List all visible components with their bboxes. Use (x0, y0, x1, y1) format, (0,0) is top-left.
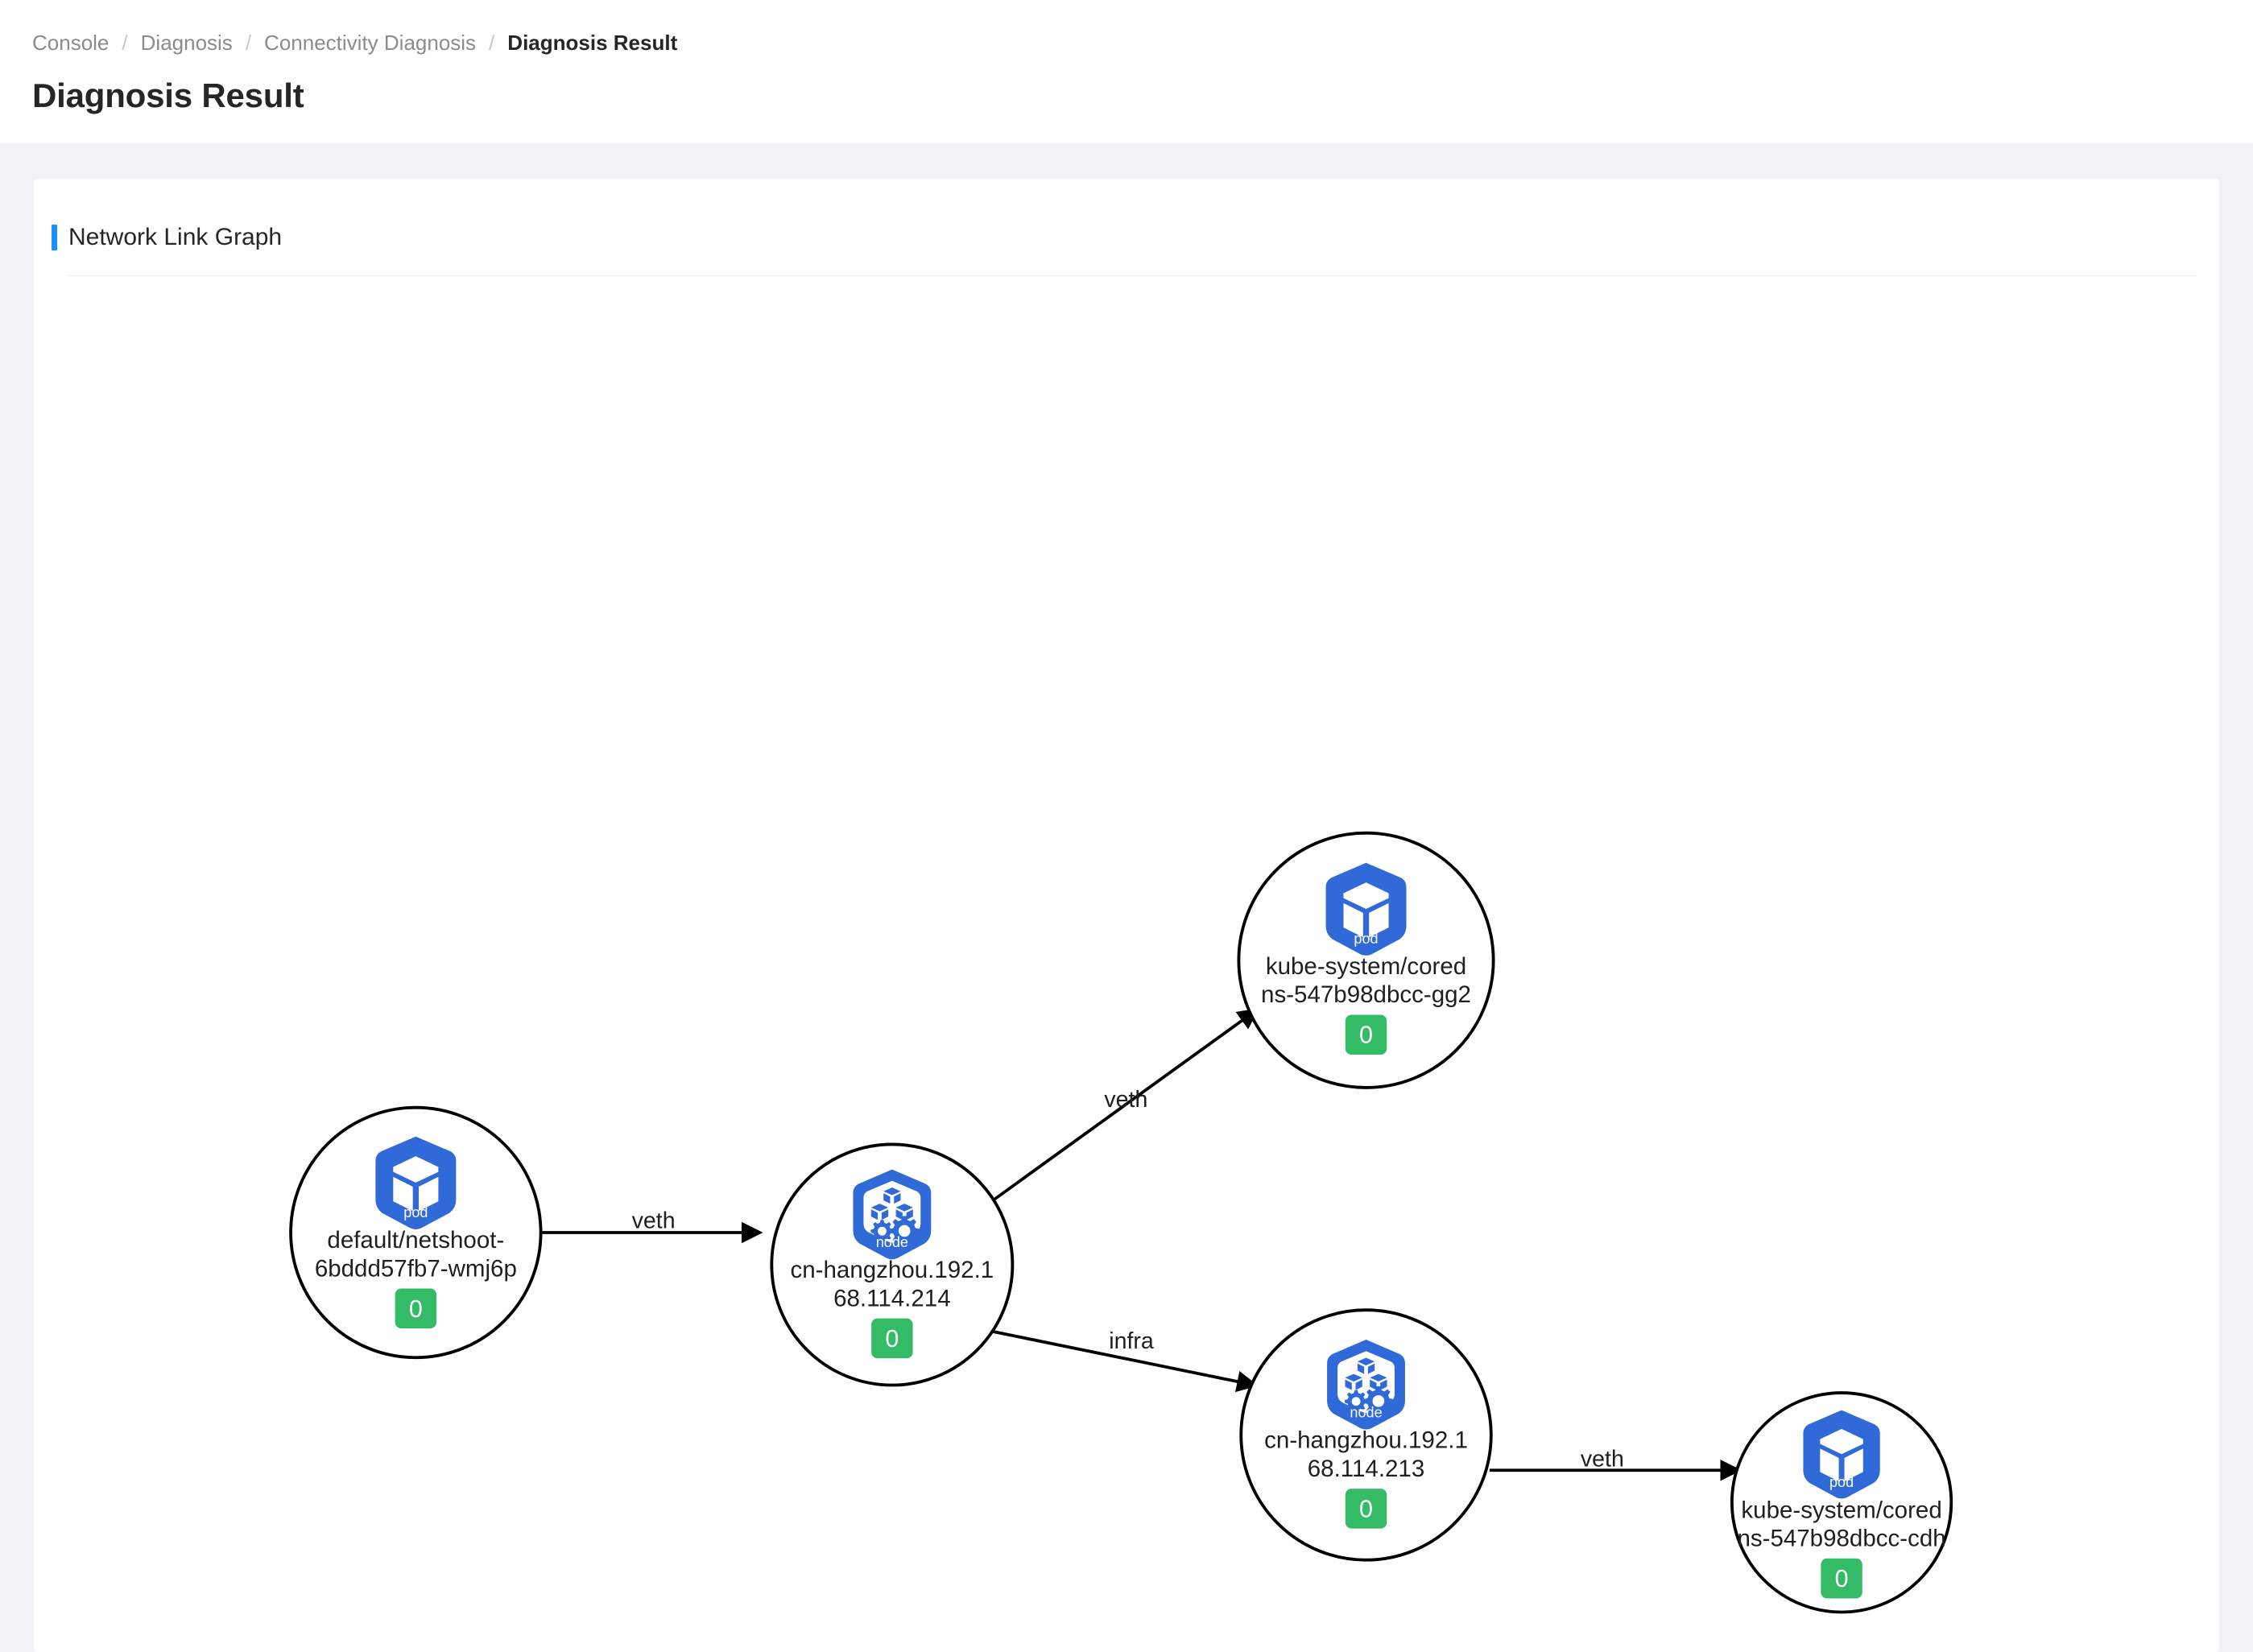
node-label-line2: 68.114.213 (1308, 1456, 1425, 1482)
status-badge (395, 1288, 437, 1329)
edge-label-veth-1: veth (632, 1208, 676, 1233)
edge-node-214-to-node-213[interactable] (992, 1329, 1259, 1393)
pod-icon-label: pod (403, 1204, 428, 1220)
graph-node-pod-coredns-cdh[interactable]: pod kube-system/cored ns-547b98dbcc-cdh … (1730, 1391, 1953, 1614)
node-label-line2: 68.114.214 (833, 1285, 951, 1311)
node-label-line1: kube-system/cored (1741, 1497, 1941, 1523)
graph-edges: veth veth infra veth (540, 1008, 1742, 1481)
edge-node-214-to-pod-coredns-gg2[interactable] (993, 1008, 1259, 1201)
breadcrumb-separator: / (122, 31, 128, 55)
edge-label-veth-3: veth (1581, 1446, 1624, 1472)
status-badge (1345, 1489, 1387, 1529)
status-badge (871, 1318, 913, 1359)
breadcrumb-separator: / (245, 31, 252, 55)
node-label-line1: default/netshoot- (327, 1227, 504, 1253)
graph-node-node-213[interactable]: node cn-hangzhou.192.1 68.114.213 0 (1239, 1308, 1493, 1562)
network-link-graph-card: Network Link Graph (34, 179, 2219, 1652)
node-icon-label: node (876, 1234, 908, 1250)
node-label-line1: cn-hangzhou.192.1 (1264, 1427, 1468, 1454)
node-circle[interactable] (1730, 1391, 1953, 1614)
breadcrumb-separator: / (489, 31, 495, 55)
node-icon-label: node (1350, 1405, 1382, 1421)
breadcrumb-item-connectivity-diagnosis[interactable]: Connectivity Diagnosis (264, 31, 477, 55)
breadcrumb-item-diagnosis-result: Diagnosis Result (507, 31, 678, 55)
card-header: Network Link Graph (34, 179, 2219, 279)
graph-node-node-214[interactable]: node cn-hangzhou.192.1 68.114.214 0 (770, 1142, 1015, 1387)
node-circle[interactable] (1237, 831, 1495, 1089)
node-label-line2: ns-547b98dbcc-cdh (1737, 1526, 1945, 1552)
breadcrumb-item-diagnosis[interactable]: Diagnosis (140, 31, 233, 55)
pod-icon-label: pod (1354, 931, 1378, 947)
node-label-line2: ns-547b98dbcc-gg2 (1261, 981, 1471, 1008)
status-badge-value: 0 (409, 1295, 423, 1323)
card-divider (66, 275, 2197, 276)
node-label-line2: 6bddd57fb7-wmj6p (315, 1255, 517, 1282)
network-graph-canvas[interactable]: veth veth infra veth pod default/netshoo… (34, 279, 2219, 1652)
content-area: Network Link Graph (0, 143, 2253, 1652)
page-title: Diagnosis Result (32, 76, 304, 114)
status-badge (1345, 1014, 1387, 1055)
node-circle[interactable] (289, 1105, 543, 1360)
node-label-line1: cn-hangzhou.192.1 (790, 1257, 994, 1283)
card-title: Network Link Graph (68, 224, 283, 250)
pod-icon-label: pod (1829, 1474, 1854, 1490)
page-header: Console / Diagnosis / Connectivity Diagn… (0, 0, 2253, 143)
accent-bar (52, 225, 57, 250)
node-circle[interactable] (770, 1142, 1015, 1387)
graph-node-pod-coredns-gg2[interactable]: pod kube-system/cored ns-547b98dbcc-gg2 … (1237, 831, 1495, 1089)
status-badge-value: 0 (1359, 1022, 1373, 1049)
node-circle[interactable] (1239, 1308, 1493, 1562)
node-label-line1: kube-system/cored (1266, 953, 1466, 980)
status-badge (1821, 1558, 1862, 1599)
breadcrumb-item-console[interactable]: Console (32, 31, 110, 55)
edge-label-infra: infra (1109, 1328, 1154, 1354)
breadcrumb: Console / Diagnosis / Connectivity Diagn… (32, 31, 2253, 55)
edge-label-veth-2: veth (1104, 1087, 1147, 1113)
status-badge-value: 0 (1359, 1495, 1373, 1522)
status-badge-value: 0 (1835, 1565, 1849, 1592)
graph-node-pod-netshoot[interactable]: pod default/netshoot- 6bddd57fb7-wmj6p 0 (289, 1105, 543, 1360)
network-graph-svg[interactable]: veth veth infra veth pod default/netshoo… (34, 279, 2219, 1652)
status-badge-value: 0 (885, 1325, 899, 1353)
